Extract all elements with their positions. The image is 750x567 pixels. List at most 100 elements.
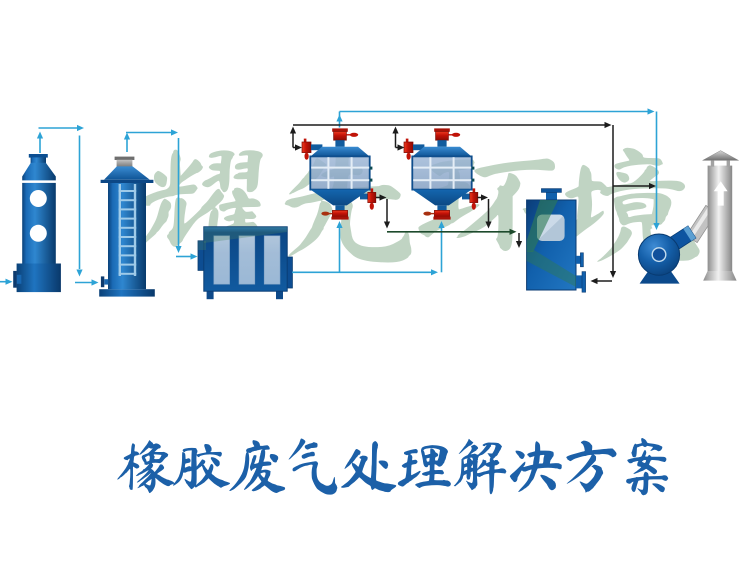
arrowhead (392, 126, 399, 134)
left-valve-handle (304, 152, 309, 160)
left-valve (301, 141, 312, 153)
flow-arrows (0, 108, 660, 286)
bottom-pipe (335, 205, 345, 211)
arrowhead (336, 114, 343, 122)
lower-nozzle-stub (576, 275, 583, 289)
inlet-flange (100, 276, 105, 288)
porthole (29, 224, 47, 242)
lower-nozzle-flange (581, 271, 586, 293)
left-valve-stem (405, 138, 409, 143)
arrowhead (515, 241, 523, 248)
title-glyph (397, 445, 451, 489)
ladder-rung (118, 199, 137, 202)
arrowhead-into-fan (653, 223, 660, 230)
ladder-rung (118, 254, 137, 257)
watermark-glyph (558, 147, 700, 262)
duct-cap (683, 225, 696, 242)
cap-sheen (198, 241, 206, 250)
grid-line (429, 157, 432, 189)
ladder-rung (118, 272, 137, 275)
top-flange (541, 188, 562, 193)
lamp-panel (213, 235, 230, 285)
top-valve (435, 131, 449, 141)
ladder-rung (118, 263, 137, 266)
cyan-flow-lines (0, 108, 660, 286)
activated-carbon-adsorber-1 (301, 128, 377, 220)
inlet-stub (16, 274, 22, 284)
arrowhead (171, 129, 178, 136)
arrowhead (379, 194, 387, 201)
tank-sheen-lower (526, 250, 576, 287)
arrowhead-into-adsorber-1 (336, 221, 343, 228)
black-flow-lines (289, 121, 656, 285)
title-glyph (288, 438, 338, 495)
side-tab (369, 178, 373, 182)
porthole (29, 190, 47, 207)
tower-base (16, 263, 61, 293)
outlet-pipe (360, 193, 369, 200)
arrowhead-to-fan-line (649, 182, 656, 190)
arrowhead (383, 221, 391, 229)
left-pipe (413, 144, 425, 151)
inlet-stub (104, 279, 109, 285)
grid-line (311, 166, 370, 169)
grid-line (350, 157, 353, 189)
arrowhead (36, 131, 44, 139)
arrowhead (175, 246, 182, 253)
ladder-rung (118, 217, 137, 220)
tower-base-flange (99, 289, 155, 297)
bottom-valve (332, 210, 348, 218)
arrowhead (485, 221, 492, 229)
left-valve (403, 141, 414, 153)
top-pipe (335, 140, 345, 147)
arrowhead-into-uv-unit (190, 253, 198, 260)
arrowhead-into-tower1 (5, 278, 13, 285)
outlet-valve (469, 192, 479, 203)
inlet-flange (13, 270, 17, 288)
rain-cap (702, 150, 739, 161)
upper-nozzle-stub (576, 255, 581, 264)
cap-leg (726, 160, 730, 167)
carbon-grid-body (309, 155, 371, 191)
arrowhead-into-tower2 (91, 279, 99, 286)
top-valve-flange (332, 128, 348, 132)
top-valve-handle (349, 132, 359, 137)
exhaust-stack (702, 150, 739, 281)
top-valve-handle (451, 132, 461, 137)
filter-tank (526, 188, 586, 293)
arrowhead (431, 269, 438, 276)
outlet-valve-stem (370, 188, 374, 193)
activated-carbon-adsorber-2 (403, 128, 479, 220)
ladder (118, 184, 137, 276)
grid-line (327, 157, 330, 189)
grid-line (311, 179, 370, 182)
foot (276, 291, 283, 300)
arrowhead (295, 144, 302, 151)
arrowhead (604, 121, 612, 129)
arrowhead (123, 132, 131, 140)
ladder-rung (118, 236, 137, 238)
bottom-valve (434, 210, 450, 218)
arrowhead (647, 108, 655, 115)
arrowhead-into-tank (590, 277, 598, 285)
outlet-pipe (462, 193, 471, 200)
side-tab (369, 166, 373, 170)
carbon-grid-body (411, 155, 473, 191)
bottom-valve-flange (331, 216, 349, 220)
title-glyph (626, 438, 669, 496)
ladder-rung (118, 245, 137, 248)
side-tab (471, 178, 475, 182)
grid-line (413, 166, 472, 169)
stack-flow-arrow (713, 181, 728, 206)
fan-hub (651, 247, 667, 263)
diagram-title (117, 438, 669, 496)
cone-brim (100, 179, 154, 183)
ladder-rail (118, 184, 121, 276)
tank-sheen-upper (526, 200, 558, 252)
tower-shoulder (22, 162, 56, 181)
lamp-panel (263, 235, 281, 285)
packed-scrubber-tower (99, 156, 155, 297)
arrowhead (76, 269, 83, 277)
title-glyph (117, 440, 175, 494)
